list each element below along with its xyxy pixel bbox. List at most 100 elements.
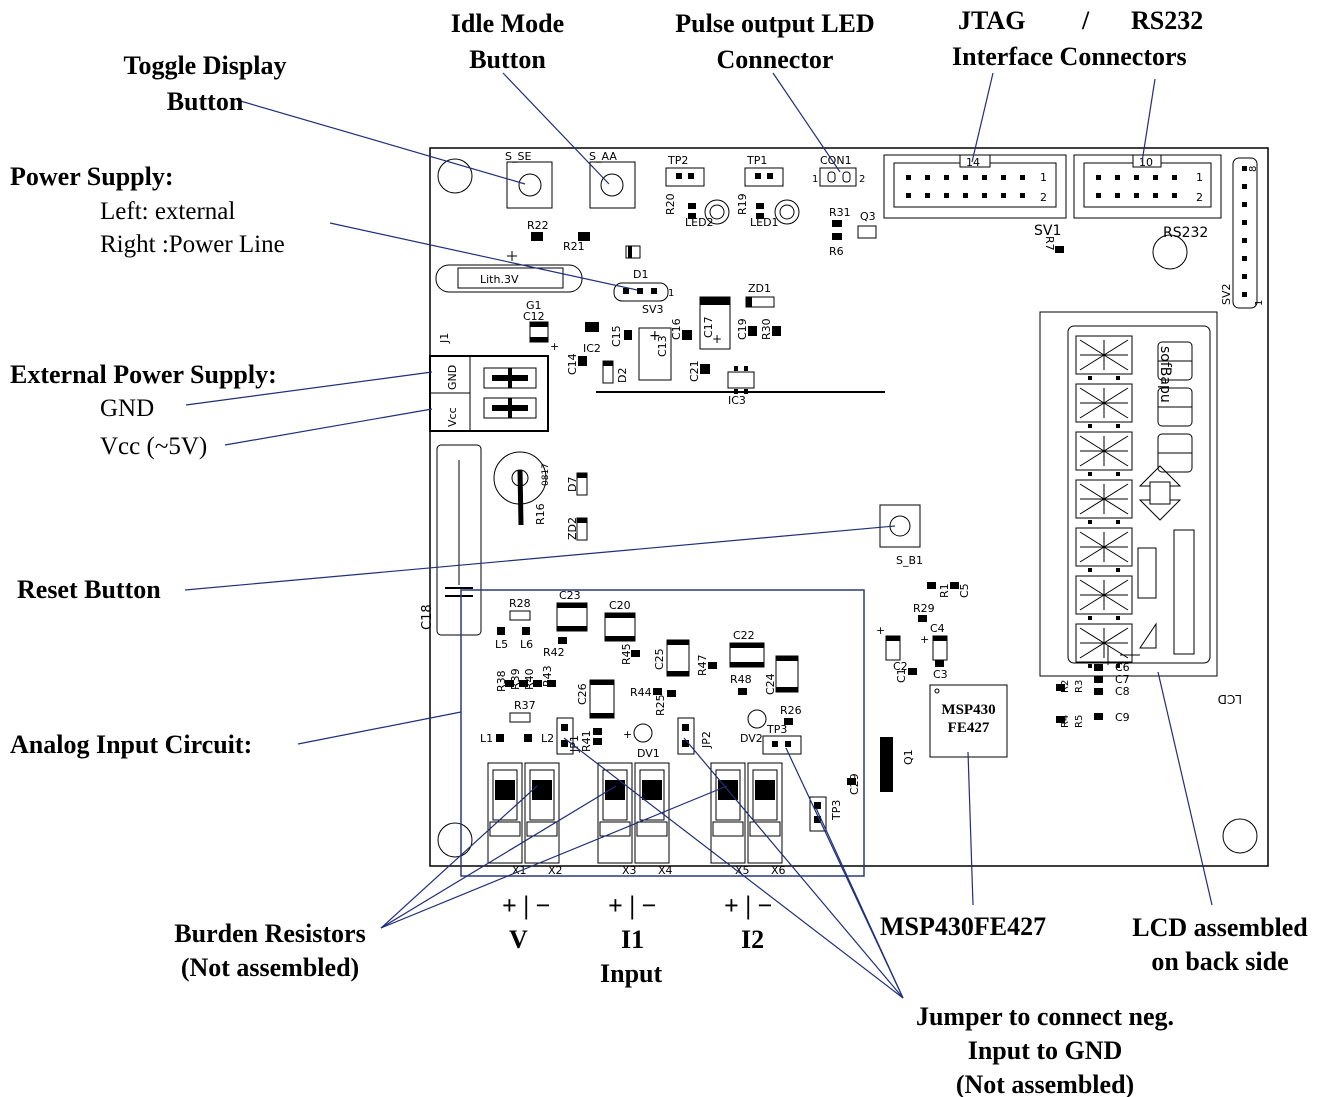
silk-r1: R1 — [938, 583, 951, 598]
silk-lcd-txt: sofBapu — [1157, 346, 1173, 403]
silk-r44: R44 — [630, 686, 652, 699]
pulse-led-label: Pulse output LED Connector — [650, 6, 900, 78]
silk-sv3: SV3 — [642, 303, 664, 316]
rs232-pin — [1172, 175, 1177, 180]
silk-c5: C5 — [958, 583, 971, 598]
terminal-screw — [755, 780, 775, 800]
silk-x2: X2 — [548, 864, 563, 877]
jtag-pin — [963, 193, 968, 198]
silk-c12: C12 — [523, 310, 545, 323]
lcd-digit — [1075, 623, 1133, 663]
silk-r25: R25 — [654, 694, 667, 716]
silk-c15: C15 — [610, 325, 623, 347]
mounting-hole-bl — [437, 822, 473, 858]
sv2-pin — [1242, 292, 1247, 297]
j1-terminal-block: J1 GND Vcc — [429, 333, 549, 432]
svg-text:+: + — [550, 340, 559, 353]
silk-r37: R37 — [514, 699, 536, 712]
silk-c14: C14 — [566, 353, 579, 375]
silk-d2: D2 — [616, 368, 629, 383]
idle-mode-button-part: S_AA — [589, 150, 636, 209]
silk-con1-2: 2 — [859, 174, 865, 185]
rs232-pin — [1096, 175, 1101, 180]
terminal-slot — [492, 769, 518, 821]
lcd-dot — [1088, 376, 1092, 380]
sv2-pin — [1242, 220, 1247, 225]
silk-r3: R3 — [1074, 680, 1085, 693]
terminal-slot — [529, 769, 555, 821]
silk-c18: C18 — [420, 604, 435, 630]
silk-r20: R20 — [664, 193, 677, 215]
terminal-screw — [532, 780, 552, 800]
jtag-pin — [982, 193, 987, 198]
sv2-pin — [1242, 202, 1247, 207]
terminal-body — [634, 762, 670, 864]
rs232-pin — [1134, 175, 1139, 180]
tp1-part: TP1 — [744, 154, 784, 187]
silk-c23: C23 — [559, 589, 581, 602]
lcd-module: sofBapu LCD — [1039, 311, 1242, 706]
silk-d7: D7 — [566, 477, 579, 492]
silk-r22: R22 — [527, 219, 549, 232]
silk-x3: X3 — [622, 864, 637, 877]
idle-mode-line2: Button — [469, 45, 546, 74]
jtag-pin — [963, 175, 968, 180]
silk-x5: X5 — [735, 864, 750, 877]
silk-lcd: LCD — [1218, 692, 1242, 706]
jumper-line1: Jumper to connect neg. — [915, 1002, 1175, 1031]
silk-r29: R29 — [913, 602, 935, 615]
terminal-slot — [602, 769, 628, 821]
silk-c19: C19 — [736, 318, 749, 340]
leader-pulse-led — [772, 72, 841, 173]
lcd-dot — [1088, 424, 1092, 428]
lcd-digit — [1075, 431, 1133, 471]
leader-analog — [297, 711, 462, 745]
mounting-hole-tl — [437, 158, 473, 194]
reset-button-label: Reset Button — [17, 575, 161, 604]
leader-jumper-2 — [683, 737, 904, 999]
terminal-screw — [495, 780, 515, 800]
silk-q1: Q1 — [902, 749, 915, 765]
lcd-back-label: LCD assembled on back side — [1110, 911, 1330, 979]
sv2-pin — [1242, 274, 1247, 279]
leader-jumper-1 — [563, 737, 904, 999]
lcd-dot — [1088, 520, 1092, 524]
idle-mode-label: Idle Mode Button — [420, 6, 595, 78]
silk-g1: G1 — [526, 299, 542, 312]
leader-idle-mode — [502, 72, 610, 185]
silk-led2: LED2 — [685, 216, 714, 229]
lcd-dot — [1116, 664, 1120, 668]
rs232-connector: 10 1 2 RS232 — [1073, 154, 1222, 241]
silk-sv1-1: 1 — [1040, 171, 1047, 184]
slash-label: / — [1082, 6, 1090, 35]
silk-r4: R4 — [1060, 715, 1071, 728]
silk-vcc: Vcc — [446, 407, 459, 427]
leader-burden-2 — [380, 785, 617, 929]
leader-msp430 — [967, 751, 974, 906]
silk-d1: D1 — [633, 268, 648, 281]
leader-jtag — [971, 72, 994, 163]
terminal-body — [747, 762, 783, 864]
silk-l5: L5 — [495, 638, 508, 651]
terminal-body — [710, 762, 746, 864]
silk-c6: C6 — [1115, 661, 1130, 674]
silk-r47: R47 — [696, 654, 709, 676]
silk-zd1: ZD1 — [748, 282, 771, 295]
silk-x6: X6 — [771, 864, 786, 877]
silk-c21: C21 — [688, 360, 701, 382]
jumper-note-label: Jumper to connect neg. Input to GND (Not… — [880, 1000, 1210, 1097]
svg-text:+: + — [920, 633, 929, 646]
tp2-part: TP2 — [665, 154, 705, 187]
r16-varistor: 0817 R16 — [493, 451, 551, 526]
svg-text:TP3: TP3 — [830, 800, 843, 821]
silk-rs-2: 2 — [1196, 191, 1203, 204]
silk-r48: R48 — [730, 673, 752, 686]
jtag-pin — [925, 175, 930, 180]
lcd-support-parts: C6 C7 C8 C9 R2 R3 R4 R5 — [1056, 661, 1130, 728]
lcd-dot — [1116, 472, 1120, 476]
silk-c22: C22 — [733, 629, 755, 642]
con1-part: CON1 1 2 — [812, 154, 865, 187]
lcd-segment — [1079, 531, 1129, 563]
burden-line1: Burden Resistors — [174, 919, 366, 948]
lcd-dot — [1116, 616, 1120, 620]
